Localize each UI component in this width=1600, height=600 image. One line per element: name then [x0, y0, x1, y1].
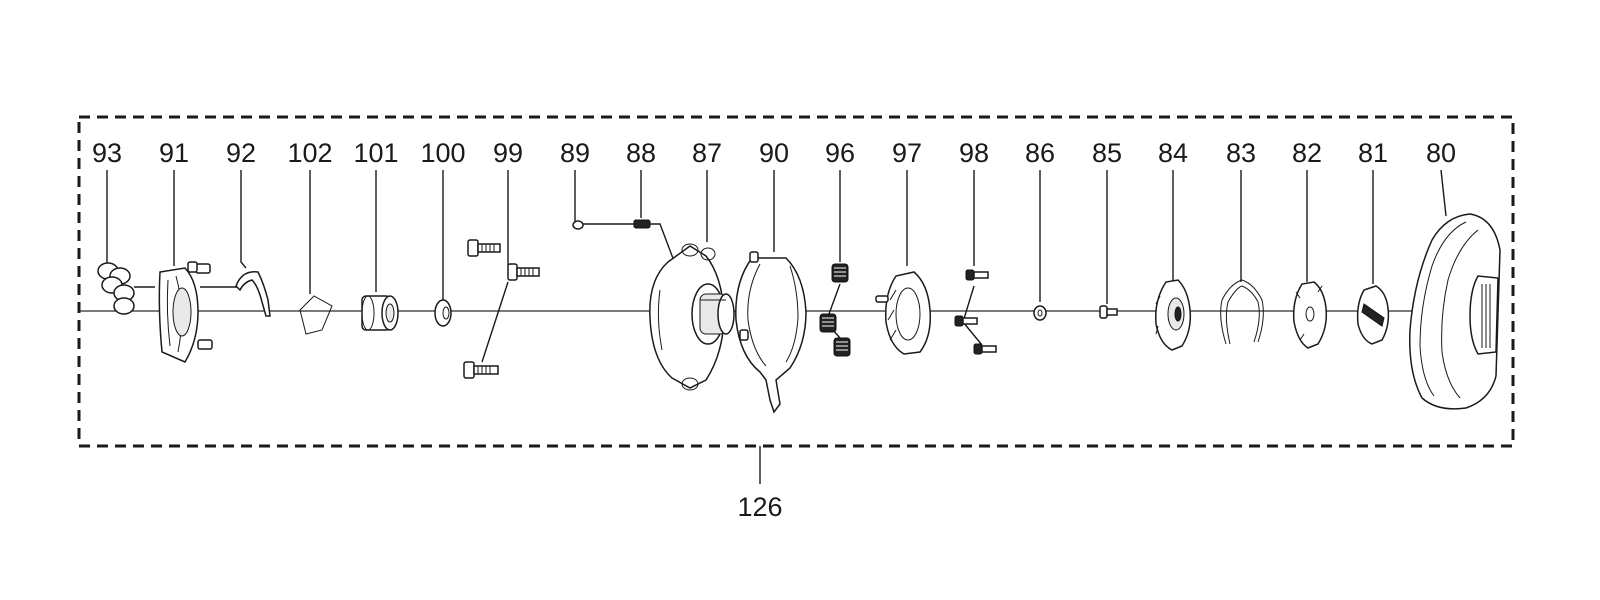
leader-93 — [106, 170, 114, 273]
assembly-label: 126 — [737, 492, 782, 522]
label-89: 89 — [560, 138, 590, 168]
part-85-screw — [1099, 305, 1118, 319]
label-98: 98 — [959, 138, 989, 168]
label-101: 101 — [353, 138, 398, 168]
part-labels: 93 91 92 102 101 100 99 89 88 87 90 96 9… — [92, 138, 1456, 168]
part-93-discs — [97, 262, 155, 315]
part-99-screws — [463, 239, 540, 379]
label-80: 80 — [1426, 138, 1456, 168]
part-101-bearing — [361, 295, 399, 331]
part-80-side-cover — [1409, 213, 1501, 410]
part-88-spring — [633, 219, 651, 229]
leader-92 — [240, 170, 247, 269]
part-92-clip-spring — [235, 271, 271, 317]
label-99: 99 — [493, 138, 523, 168]
label-85: 85 — [1092, 138, 1122, 168]
part-82-star-plate — [1292, 281, 1328, 349]
label-92: 92 — [226, 138, 256, 168]
part-83-wire-clip — [1220, 279, 1264, 345]
part-102-wire-spring — [299, 295, 333, 335]
leader-99-lower — [481, 281, 509, 363]
part-100-washer — [434, 299, 452, 327]
label-83: 83 — [1226, 138, 1256, 168]
part-86-washer — [1033, 305, 1047, 321]
label-93: 93 — [92, 138, 122, 168]
part-89-pin — [572, 220, 584, 230]
label-87: 87 — [692, 138, 722, 168]
label-86: 86 — [1025, 138, 1055, 168]
label-91: 91 — [159, 138, 189, 168]
label-81: 81 — [1358, 138, 1388, 168]
leader-98-mid — [962, 285, 975, 323]
part-90-ring-cover — [735, 251, 807, 414]
label-90: 90 — [759, 138, 789, 168]
part-96-springs — [819, 263, 851, 357]
leader-98-lower — [962, 321, 983, 346]
label-88: 88 — [626, 138, 656, 168]
part-98-screws — [954, 269, 997, 355]
label-102: 102 — [287, 138, 332, 168]
label-96: 96 — [825, 138, 855, 168]
leader-80 — [1440, 169, 1447, 217]
part-84-drag-plate — [1154, 279, 1192, 351]
label-82: 82 — [1292, 138, 1322, 168]
part-87-housing — [649, 243, 735, 391]
part-91-flange-plate — [158, 261, 240, 363]
part-97-ratchet-ring — [875, 271, 932, 355]
part-81-knob — [1356, 285, 1390, 345]
label-97: 97 — [892, 138, 922, 168]
label-84: 84 — [1158, 138, 1188, 168]
label-100: 100 — [420, 138, 465, 168]
